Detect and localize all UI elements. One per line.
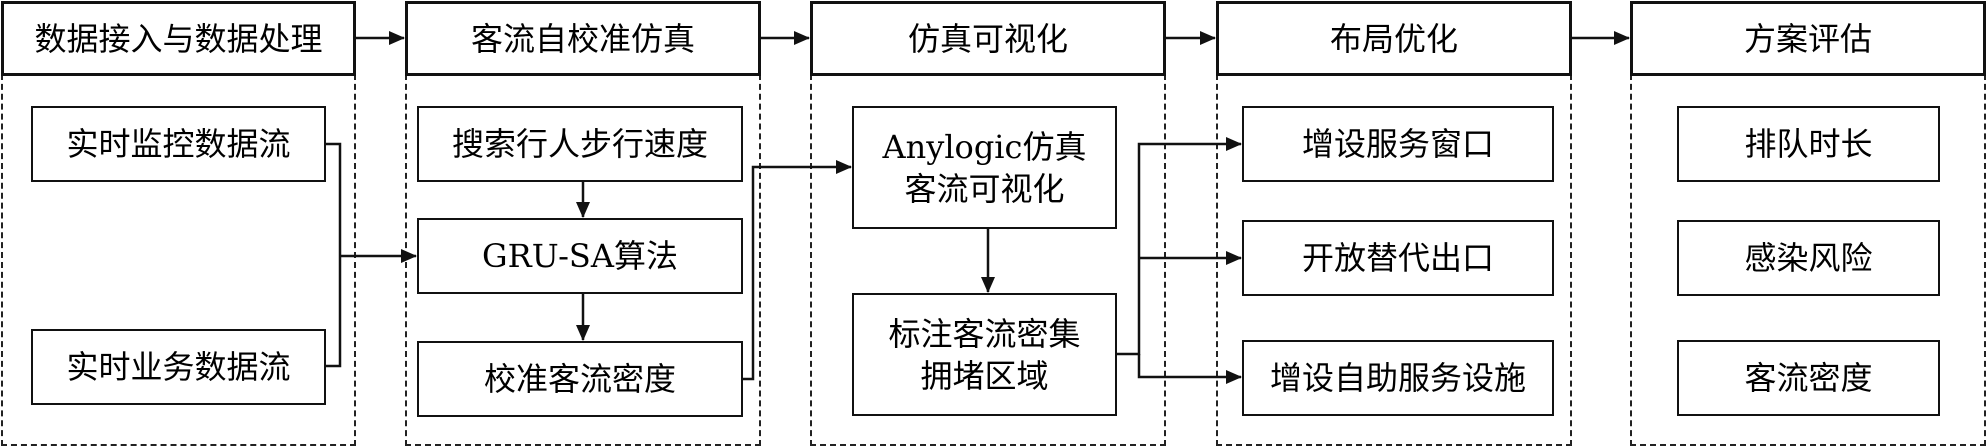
add-service-window-box: 增设服务窗口 — [1242, 106, 1554, 182]
stage-2-title: 客流自校准仿真 — [470, 19, 695, 58]
add-self-service-box: 增设自助服务设施 — [1242, 340, 1554, 416]
connector-fanout — [1117, 137, 1242, 356]
item-label: 客流密度 — [1744, 359, 1873, 397]
item-label: GRU-SA算法 — [482, 237, 678, 275]
stage-5-header: 方案评估 — [1630, 1, 1986, 76]
realtime-business-stream-box: 实时业务数据流 — [31, 329, 326, 405]
stage-2-header: 客流自校准仿真 — [405, 1, 761, 76]
stage-4-header: 布局优化 — [1216, 1, 1572, 76]
connector-monitor-stream — [326, 142, 342, 368]
calibrate-density-box: 校准客流密度 — [417, 341, 743, 417]
item-label: 排队时长 — [1744, 125, 1873, 163]
stage-3-title: 仿真可视化 — [907, 19, 1068, 58]
item-label: 增设服务窗口 — [1301, 125, 1494, 163]
open-alternate-exit-box: 开放替代出口 — [1242, 220, 1554, 296]
arrow-to-self-service — [1137, 354, 1242, 384]
item-label: 校准客流密度 — [483, 360, 676, 398]
search-walking-speed-box: 搜索行人步行速度 — [417, 106, 743, 182]
stage-4-title: 布局优化 — [1329, 19, 1458, 58]
item-label: 感染风险 — [1744, 239, 1873, 277]
item-label: Anylogic仿真 客流可视化 — [882, 127, 1087, 208]
queue-duration-box: 排队时长 — [1677, 106, 1940, 182]
item-label: 实时监控数据流 — [66, 125, 291, 163]
infection-risk-box: 感染风险 — [1677, 220, 1940, 296]
realtime-monitor-stream-box: 实时监控数据流 — [31, 106, 326, 182]
passenger-density-box: 客流密度 — [1677, 340, 1940, 416]
annotate-congestion-box: 标注客流密集 拥堵区域 — [852, 293, 1117, 416]
stage-5-group — [1630, 74, 1986, 446]
item-label: 标注客流密集 拥堵区域 — [888, 314, 1081, 395]
stage-3-header: 仿真可视化 — [810, 1, 1166, 76]
gru-sa-algorithm-box: GRU-SA算法 — [417, 218, 743, 294]
item-label: 实时业务数据流 — [66, 348, 291, 386]
item-label: 增设自助服务设施 — [1269, 359, 1526, 397]
arrow-calibrate-to-anylogic — [743, 160, 852, 381]
item-label: 搜索行人步行速度 — [451, 125, 708, 163]
stage-1-header: 数据接入与数据处理 — [1, 1, 356, 76]
stage-1-group — [1, 74, 356, 446]
item-label: 开放替代出口 — [1301, 239, 1494, 277]
stage-3-group — [810, 74, 1166, 446]
stage-4-group — [1216, 74, 1572, 446]
anylogic-visualization-box: Anylogic仿真 客流可视化 — [852, 106, 1117, 229]
stage-1-title: 数据接入与数据处理 — [34, 19, 323, 58]
stage-5-title: 方案评估 — [1743, 19, 1872, 58]
